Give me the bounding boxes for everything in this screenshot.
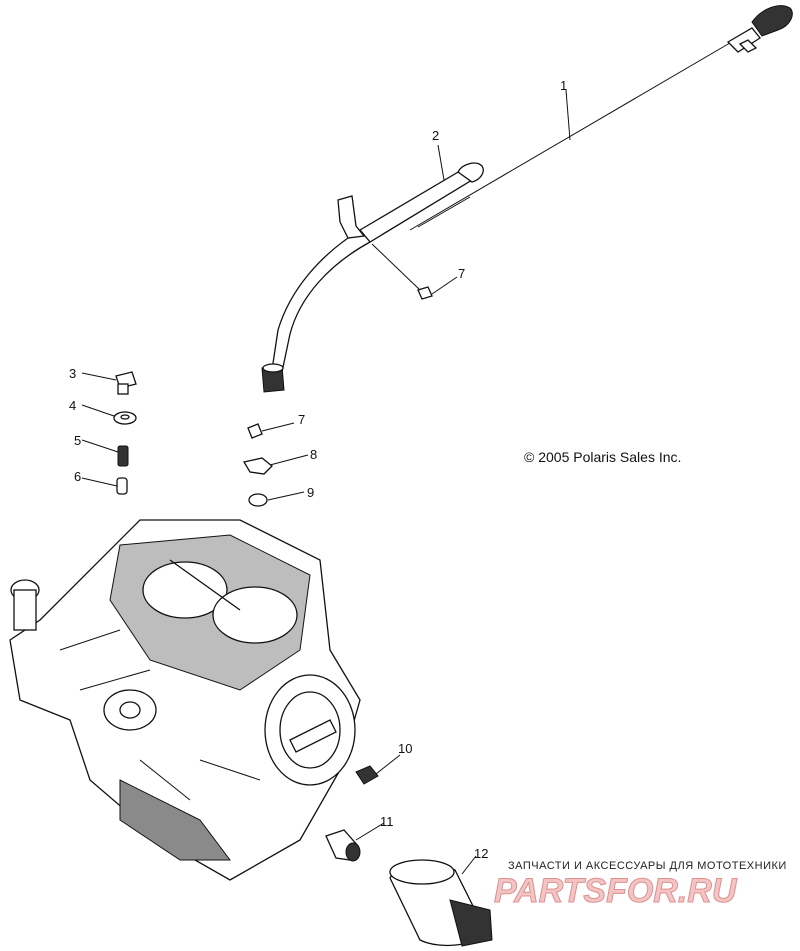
dipstick-tube [261, 162, 484, 393]
engine-crankcase [9, 519, 361, 881]
bolt-upper [371, 243, 433, 300]
dipstick [409, 5, 793, 231]
callout-1: 1 [560, 78, 567, 93]
bolt-lower [247, 423, 263, 439]
nut-10 [355, 765, 379, 785]
callout-12: 12 [474, 846, 488, 861]
spring-5 [117, 445, 129, 467]
callout-7-lower: 7 [298, 412, 305, 427]
bracket-8 [242, 457, 273, 475]
copyright-notice: © 2005 Polaris Sales Inc. [524, 449, 681, 465]
leader-lines [81, 89, 571, 875]
watermark-brand: PARTSFOR.RU [494, 872, 738, 910]
oil-filter-12 [389, 859, 493, 947]
bolt-3 [115, 371, 137, 395]
washer-4 [113, 411, 137, 425]
watermark-tagline: ЗАПЧАСТИ И АКСЕССУАРЫ ДЛЯ МОТОТЕХНИКИ [508, 860, 787, 872]
callout-3: 3 [69, 366, 76, 381]
callout-7-upper: 7 [458, 266, 465, 281]
fitting-11 [325, 829, 361, 862]
callout-8: 8 [310, 447, 317, 462]
callout-4: 4 [69, 398, 76, 413]
callout-10: 10 [398, 741, 412, 756]
callout-11: 11 [380, 814, 394, 829]
callout-9: 9 [307, 485, 314, 500]
dowel-6 [116, 477, 128, 495]
callout-5: 5 [74, 433, 81, 448]
oring-9 [248, 493, 268, 507]
callout-labels: 1 2 7 3 4 5 6 7 8 9 10 11 12 [69, 78, 567, 861]
callout-2: 2 [432, 128, 439, 143]
callout-6: 6 [74, 469, 81, 484]
watermark: ЗАПЧАСТИ И АКСЕССУАРЫ ДЛЯ МОТОТЕХНИКИ PA… [494, 860, 787, 911]
